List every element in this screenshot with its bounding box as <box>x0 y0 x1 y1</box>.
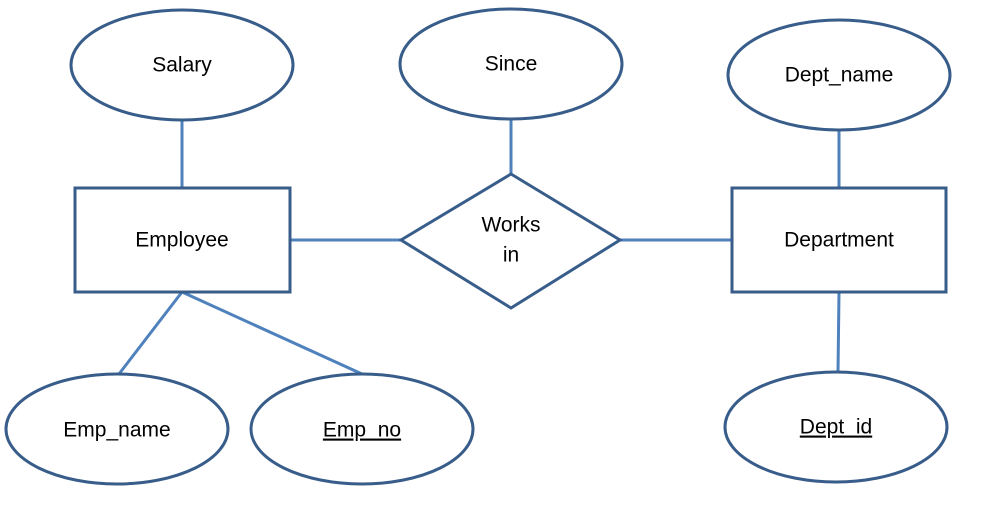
relationship-works-in-label-line1: Works <box>481 214 540 237</box>
attribute-dept-id: Dept_id <box>723 370 949 484</box>
attribute-dept-name: Dept_name <box>726 18 952 132</box>
attribute-since-label: Since <box>485 53 538 76</box>
attribute-since-oval <box>398 7 624 121</box>
attribute-emp-name-oval <box>4 372 230 486</box>
relationship-works-in: Works in <box>398 172 623 310</box>
entity-department-label: Department <box>784 229 894 252</box>
entity-employee: Employee <box>73 186 292 294</box>
entity-employee-label: Employee <box>135 229 228 252</box>
attribute-since: Since <box>398 7 624 121</box>
attribute-dept-name-oval <box>726 18 952 132</box>
attribute-emp-no: Emp_no <box>249 372 475 486</box>
attribute-salary-oval <box>69 8 295 122</box>
entity-department: Department <box>730 186 948 294</box>
connector-employee-empno <box>181 290 363 376</box>
attribute-emp-no-label: Emp_no <box>323 419 401 442</box>
attribute-emp-name: Emp_name <box>4 372 230 486</box>
attribute-emp-no-oval <box>249 372 475 486</box>
attribute-dept-name-label: Dept_name <box>785 64 894 87</box>
connector-department-deptid <box>836 291 841 373</box>
entity-department-box <box>730 186 948 294</box>
connector-employee-empname <box>117 291 184 375</box>
attribute-dept-id-oval <box>723 370 949 484</box>
relationship-works-in-diamond <box>398 172 623 310</box>
attribute-dept-id-label: Dept_id <box>800 416 872 439</box>
connectors <box>117 120 841 376</box>
relationship-works-in-label-line2: in <box>503 244 519 267</box>
entity-employee-box <box>73 186 292 294</box>
attribute-salary: Salary <box>69 8 295 122</box>
attribute-emp-name-label: Emp_name <box>63 419 170 442</box>
attribute-salary-label: Salary <box>152 54 212 77</box>
